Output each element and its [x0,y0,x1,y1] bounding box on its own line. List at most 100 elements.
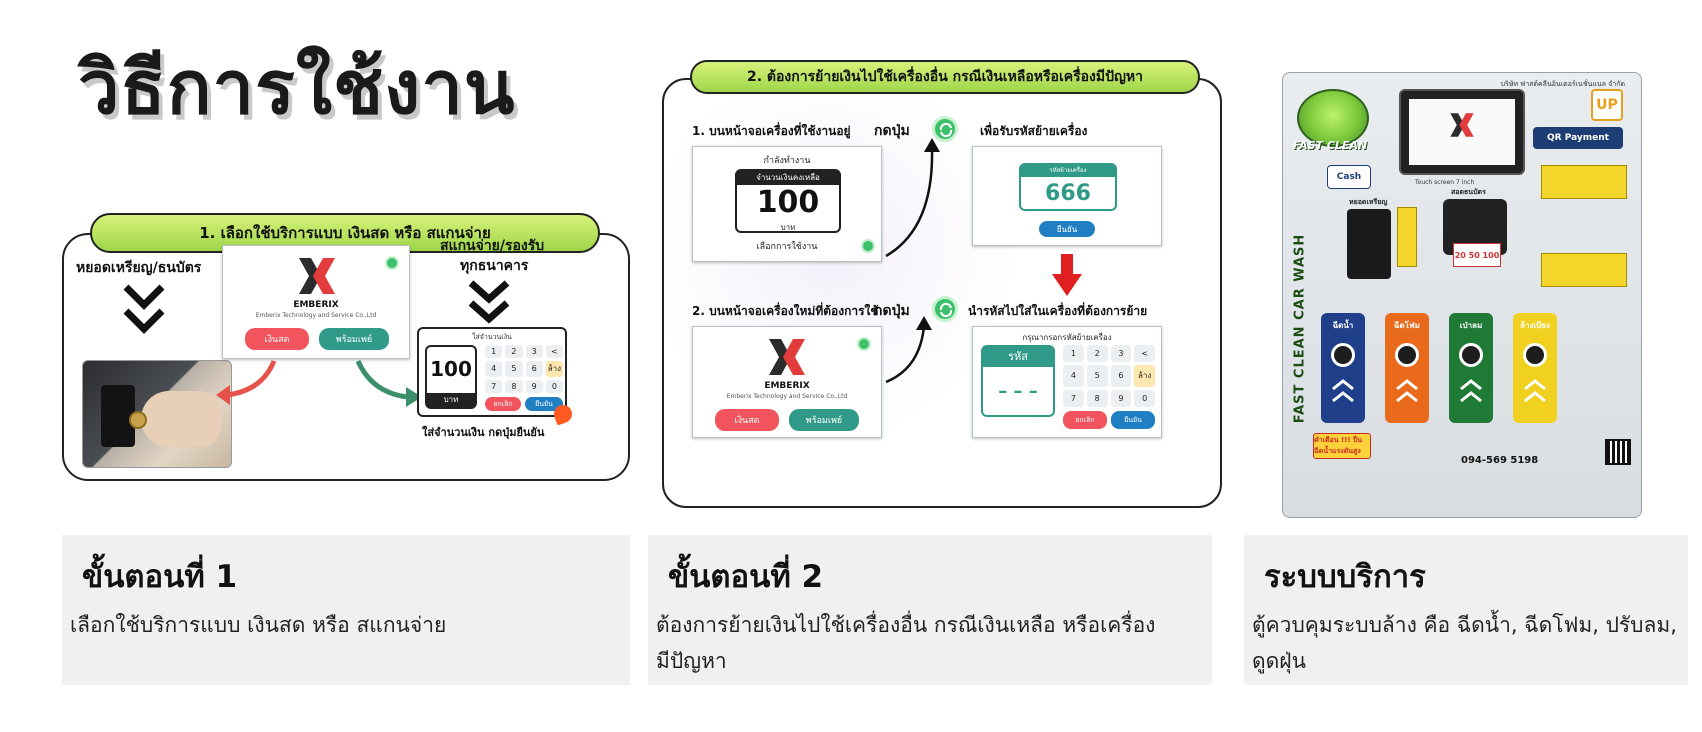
keypad-key[interactable]: 0 [1134,389,1155,407]
code-input[interactable]: รหัส – – – [981,345,1055,417]
caption-step2-body: ต้องการย้ายเงินไปใช้เครื่องอื่น กรณีเงิน… [656,613,1156,673]
select-usage-text: เลือกการใช้งาน [756,242,818,252]
keypad-key[interactable]: 3 [1110,345,1132,363]
all-banks-label: ทุกธนาคาร [460,258,529,274]
keypad-key[interactable]: 2 [1086,345,1108,363]
keypad-key[interactable]: 2 [505,345,523,358]
cash-label: Cash [1327,165,1371,189]
confirm-button[interactable]: ยืนยัน [525,397,563,411]
refresh-icon[interactable] [857,337,871,351]
fast-clean-text: FAST CLEAN [1293,139,1368,152]
refresh-icon[interactable] [861,239,875,253]
step2-header: 2. ต้องการย้ายเงินไปใช้เครื่องอื่น กรณีเ… [690,60,1200,94]
caption-service: ระบบบริการ ตู้ควบคุมระบบล้าง คือ ฉีดน้ำ,… [1244,535,1688,685]
keypad-key[interactable]: ล้าง [1134,365,1155,387]
water-button-label: ฉีดน้ำ [1332,321,1354,330]
up-badge: UP [1591,89,1623,121]
keypad-key[interactable]: 1 [485,345,503,358]
side-banner-text: FAST CLEAN CAR WASH [1292,233,1308,423]
curved-arrow-icon [885,138,940,258]
chevron-down-icon [122,283,166,339]
touch-screen [1399,89,1525,175]
instructions-sticker [1541,165,1627,199]
enter-code-label: นำรหัสไปใส่ในเครื่องที่ต้องการย้าย [968,304,1148,318]
balance-screen: กำลังทำงาน จำนวนเงินคงเหลือ 100 บาท เลือ… [692,146,882,262]
foam-button[interactable]: ฉีดโฟม [1385,313,1429,423]
code-confirm-button[interactable]: ยืนยัน [1039,221,1095,237]
air-button[interactable]: เป่าลม [1449,313,1493,423]
cancel-button[interactable]: ยกเลิก [485,397,521,411]
keypad-key[interactable]: 5 [1086,365,1108,387]
step2-sub2-label: 2. บนหน้าจอเครื่องใหม่ที่ต้องการใช้ [692,304,879,318]
arrow-to-numpad-icon [355,359,422,407]
keypad-key[interactable]: 0 [545,380,563,393]
enter-code-title: กรุณากรอกรหัสย้ายเครื่อง [1022,333,1112,342]
caption-service-body: ตู้ควบคุมระบบล้าง คือ ฉีดน้ำ, ฉีดโฟม, ปร… [1252,613,1677,673]
press-label: กดปุ่ม [874,303,910,319]
press-label: กดปุ่ม [874,123,910,139]
keypad-key[interactable]: 9 [525,380,543,393]
phone-number: 094-569 5198 [1461,455,1539,466]
touch-screen-caption: Touch screen 7 inch [1415,179,1475,186]
down-arrow-icon [1052,254,1082,296]
coin-insert-photo [82,360,232,468]
new-machine-screen: EMBERIX Emberix Technology and Service C… [692,326,882,438]
receive-code-label: เพื่อรับรหัสย้ายเครื่อง [980,124,1088,138]
brand-name: EMBERIX [764,381,810,391]
cash-button[interactable]: เงินสด [245,328,309,350]
coin-slot[interactable] [1347,209,1391,279]
curved-arrow-icon [885,316,932,384]
step2-sub1-label: 1. บนหน้าจอเครื่องที่ใช้งานอยู่ [692,124,851,138]
foam-button-label: ฉีดโฟม [1394,321,1420,330]
note-values: 20 50 100 [1453,243,1501,267]
amount-unit: บาท [427,393,475,407]
keypad-key[interactable]: 8 [1086,389,1108,407]
keypad-key[interactable]: ล้าง [545,360,563,378]
caption-step2: ขั้นตอนที่ 2 ต้องการย้ายเงินไปใช้เครื่อง… [648,535,1212,685]
instructions-sticker [1541,253,1627,287]
balance-value: 100 [756,185,820,220]
warning-sticker: คำเตือน !!! ปืนฉีดน้ำแรงดันสูง [1313,433,1371,459]
numpad-title: ใส่จำนวนเงิน [472,333,512,341]
keypad-key[interactable]: < [1134,345,1155,363]
caption-step1-body: เลือกใช้บริการแบบ เงินสด หรือ สแกนจ่าย [70,613,447,637]
side-banner: FAST CLEAN CAR WASH [1291,203,1309,453]
keypad-key[interactable]: 4 [1063,365,1084,387]
coin-slot-label: หยอดเหรียญ [1349,198,1388,206]
balance-unit: บาท [780,223,796,232]
keypad-key[interactable]: 7 [1063,389,1084,407]
refresh-icon [932,296,958,322]
cash-button[interactable]: เงินสด [715,409,779,431]
keypad-key[interactable]: 5 [505,360,523,378]
emberix-logo [1450,113,1474,137]
keypad-key[interactable]: < [545,345,563,358]
status-text: กำลังทำงาน [763,156,811,166]
rinse-button-label: ล้างเบียง [1520,321,1550,330]
fast-clean-logo [1297,89,1369,147]
keypad-key[interactable]: 8 [505,380,523,393]
balance-label: จำนวนเงินคงเหลือ [737,171,839,185]
promptpay-button[interactable]: พร้อมเพย์ [319,328,389,350]
keypad-key[interactable]: 4 [485,360,503,378]
keypad-key[interactable]: 6 [525,360,543,378]
keypad-key[interactable]: 6 [1110,365,1132,387]
confirm-button[interactable]: ยืนยัน [1111,411,1155,429]
coin-info-tag [1397,207,1417,267]
code-field-label: รหัส [983,347,1053,367]
code-placeholder: – – – [998,381,1038,402]
water-button[interactable]: ฉีดน้ำ [1321,313,1365,423]
kiosk-home-screen: EMBERIX Emberix Technology and Service C… [222,245,410,359]
brand-name: EMBERIX [293,300,339,310]
keypad-key[interactable]: 7 [485,380,503,393]
keypad-key[interactable]: 9 [1110,389,1132,407]
cancel-button[interactable]: ยกเลิก [1063,411,1107,429]
amount-display: 100 บาท [425,345,477,409]
rinse-button[interactable]: ล้างเบียง [1513,313,1557,423]
keypad-key[interactable]: 1 [1063,345,1084,363]
promptpay-button[interactable]: พร้อมเพย์ [789,409,859,431]
emberix-logo [769,339,805,375]
keypad-key[interactable]: 3 [525,345,543,358]
chevron-down-icon [467,279,511,327]
refresh-icon [932,116,958,142]
